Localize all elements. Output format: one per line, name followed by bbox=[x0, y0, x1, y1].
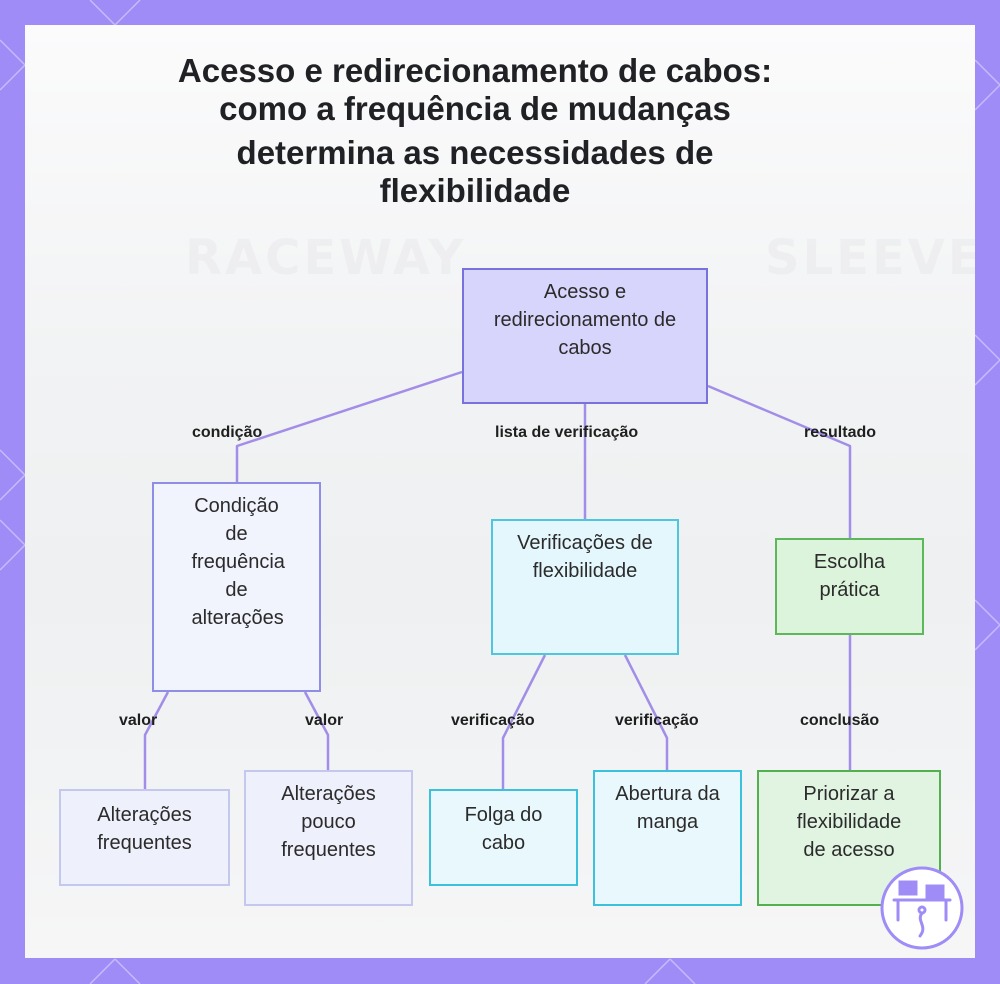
edge-label-check-1: verificação bbox=[451, 712, 535, 730]
node-sleeve-label: Abertura da manga bbox=[613, 780, 723, 836]
connector-root-result bbox=[708, 386, 850, 538]
edge-label-condition: condição bbox=[192, 424, 262, 442]
node-infrequent: Alterações pouco frequentes bbox=[244, 770, 413, 906]
edge-label-value-2: valor bbox=[305, 712, 343, 730]
node-condition-label: Condição de frequência de alterações bbox=[192, 492, 282, 632]
node-slack-label: Folga do cabo bbox=[454, 801, 554, 857]
workstation-logo-icon bbox=[880, 866, 964, 950]
node-checks-label: Verificações de flexibilidade bbox=[515, 529, 655, 585]
edge-label-value-1: valor bbox=[119, 712, 157, 730]
node-root: Acesso e redirecionamento de cabos bbox=[462, 268, 708, 404]
node-condition: Condição de frequência de alterações bbox=[152, 482, 321, 692]
node-frequent: Alterações frequentes bbox=[59, 789, 230, 886]
node-frequent-label: Alterações frequentes bbox=[80, 801, 210, 857]
connector-condition-infrequent bbox=[305, 692, 328, 770]
node-priority-label: Priorizar a flexibilidade de acesso bbox=[784, 780, 914, 864]
node-infrequent-label: Alterações pouco frequentes bbox=[269, 780, 389, 864]
edge-label-result: resultado bbox=[804, 424, 876, 442]
node-result: Escolha prática bbox=[775, 538, 924, 635]
edge-label-check-2: verificação bbox=[615, 712, 699, 730]
connector-condition-frequent bbox=[145, 692, 168, 789]
connector-root-condition bbox=[237, 372, 462, 482]
node-root-label: Acesso e redirecionamento de cabos bbox=[474, 278, 696, 362]
node-result-label: Escolha prática bbox=[800, 548, 900, 604]
edge-label-conclusion: conclusão bbox=[800, 712, 879, 730]
node-sleeve: Abertura da manga bbox=[593, 770, 742, 906]
edge-label-checklist: lista de verificação bbox=[495, 424, 638, 442]
node-slack: Folga do cabo bbox=[429, 789, 578, 886]
node-checks: Verificações de flexibilidade bbox=[491, 519, 679, 655]
